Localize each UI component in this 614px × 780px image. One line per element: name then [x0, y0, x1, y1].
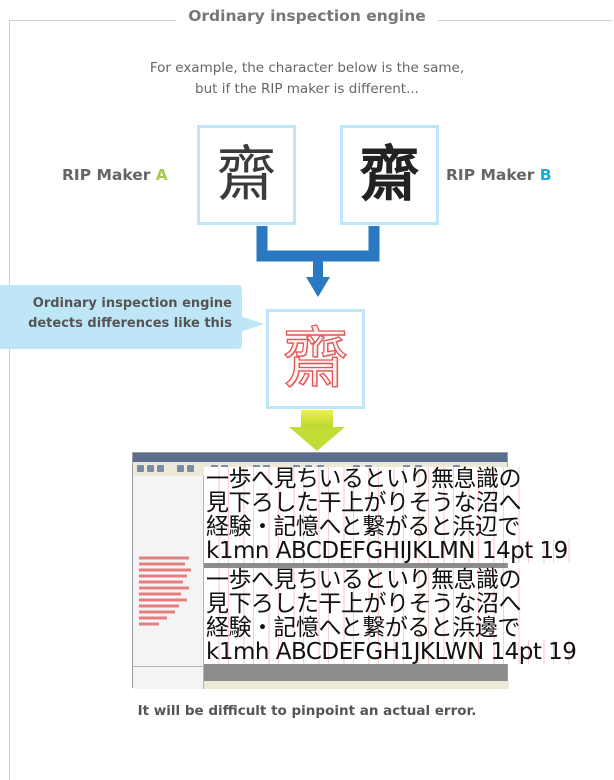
section-title: Ordinary inspection engine [0, 6, 614, 25]
panel-divider [133, 666, 203, 667]
character-box-difference: 齋 [266, 309, 365, 409]
view-text-line: 経験・記憶へと繋がると浜辺で [204, 514, 522, 540]
maker-a-letter: A [155, 166, 168, 184]
zoomed-view: 一歩へ見ちいるといり無息識の 見下ろした干上がりそうな沼へ 経験・記憶へと繋がる… [204, 467, 579, 681]
callout-pointer [240, 316, 264, 332]
view-text-line: 一歩へ見ちいるといり無息識の [204, 466, 523, 492]
status-bar [204, 681, 509, 689]
view-text-line: 見下ろした干上がりそうな沼へ [204, 490, 523, 516]
character-box-maker-a: 齋 [197, 125, 296, 225]
intro-line-1: For example, the character below is the … [149, 60, 465, 76]
yellow-arrow-stem [301, 410, 333, 428]
intro-line-2: but if the RIP maker is different... [195, 81, 419, 97]
difference-glyph: 齋 [282, 320, 349, 397]
toolbar-icon [177, 465, 184, 472]
view-text-line: 見下ろした干上がりそうな沼へ [204, 591, 523, 617]
inspection-software-screenshot: 一歩へ見ちいるといり無息識の 見下ろした干上がりそうな沼へ 経験・記憶へと繋がる… [132, 452, 579, 689]
callout-box: Ordinary inspection engine detects diffe… [0, 285, 242, 349]
callout-line-1: Ordinary inspection engine [32, 296, 232, 311]
maker-b-letter: B [539, 166, 552, 184]
arrow-down-icon [306, 277, 330, 297]
view-text-line: 経験・記憶へと繋がると浜邊で [204, 615, 522, 641]
page-thumbnail [139, 556, 191, 626]
view-text-line: k1mh ABCDEFGH1JKLWN 14pt 19 [204, 639, 579, 665]
window-titlebar [133, 453, 507, 462]
character-glyph-a: 齋 [216, 140, 277, 210]
callout-line-2: detects differences like this [28, 316, 232, 331]
rip-maker-b-label: RIP Maker B [446, 166, 552, 184]
view-text-line: k1mn ABCDEFGHIJKLMN 14pt 19 [204, 538, 570, 564]
character-box-maker-b: 齋 [340, 125, 439, 225]
view-text-line: 一歩へ見ちいるといり無息識の [204, 567, 523, 593]
toolbar-icon [147, 465, 154, 472]
character-glyph-b: 齋 [359, 140, 420, 210]
toolbar-icon [137, 465, 144, 472]
thumbnail-panel [133, 476, 204, 689]
rip-maker-a-label: RIP Maker A [62, 166, 168, 184]
connector-bracket [256, 226, 380, 262]
intro-text: For example, the character below is the … [0, 58, 614, 100]
toolbar-icon [157, 465, 164, 472]
arrow-down-icon [289, 427, 345, 451]
toolbar-icon [187, 465, 194, 472]
connector-stem [313, 256, 323, 278]
conclusion-text: It will be difficult to pinpoint an actu… [137, 703, 477, 719]
connector-graphic [256, 226, 380, 451]
